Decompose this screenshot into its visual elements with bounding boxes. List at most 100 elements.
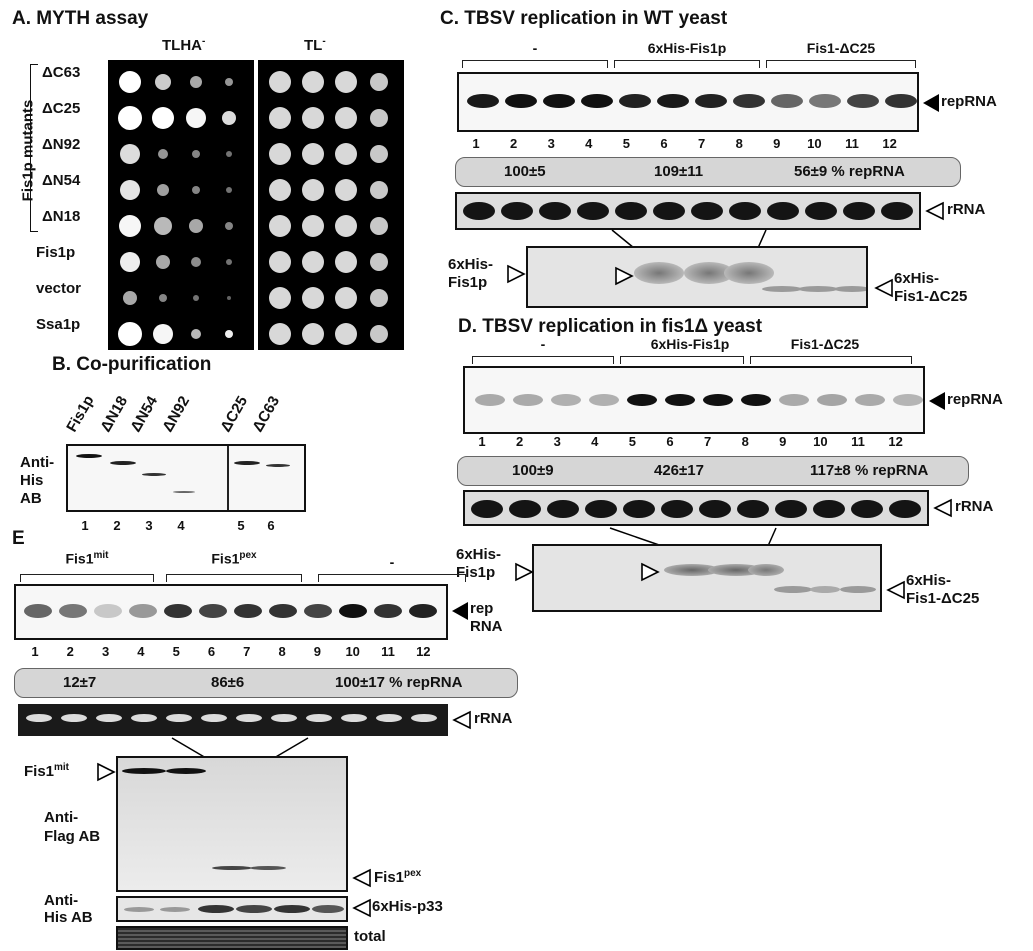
panel-e-p33-label: 6xHis-p33 [372,898,443,915]
blot-band [881,202,913,220]
myth-row-label: ΔN54 [42,172,81,189]
panel-e-antihis-blot [116,896,348,922]
myth-colony-tl [269,215,291,237]
myth-row-label: Ssa1p [36,316,81,333]
panel-d-group-2: 6xHis-Fis1p [650,336,730,352]
lane-number: 4 [585,136,593,151]
myth-colony-tl [269,251,291,273]
blot-band [733,94,765,108]
blot-band [96,714,122,722]
panel-c-dc25-arrow [874,278,893,298]
lane-number: 10 [807,136,822,151]
blot-band [767,202,799,220]
myth-colony-tl [302,107,324,129]
myth-colony-tl [370,325,388,343]
blot-band [59,604,87,618]
panel-e-fis1mit-arrow [97,762,116,782]
blot-band [547,500,579,518]
panel-b-lane-number: 2 [113,518,121,533]
blot-band [471,500,503,518]
myth-colony-tlha [226,187,232,193]
myth-colony-tl [302,323,324,345]
blot-band [703,394,733,406]
myth-colony-tl [302,251,324,273]
blot-band [409,604,437,618]
lane-number: 4 [591,434,599,449]
blot-band [699,500,731,518]
panel-e-rrna-arrow [452,710,471,730]
myth-colony-tlha [186,108,206,128]
panel-e-fis1pex-arrow [352,868,371,888]
blot-band [341,714,367,722]
panel-c-quant: 100±5 109±11 56±9 % repRNA [455,157,961,187]
panel-e-antiflag-blot [116,756,348,892]
myth-colony-tlha [119,215,141,237]
blot-band [509,500,541,518]
myth-colony-tlha [191,329,201,339]
myth-colony-tl [370,289,388,307]
myth-colony-tlha [192,186,200,194]
myth-colony-tl [302,71,324,93]
blot-band [813,500,845,518]
blot-band [665,394,695,406]
blot-band [543,94,575,108]
myth-colony-tl [269,179,291,201]
myth-colony-tlha [152,107,174,129]
panel-c-group-2: 6xHis-Fis1p [647,40,727,56]
myth-colony-tlha [226,259,232,265]
myth-plate-tlha [108,60,254,350]
blot-band [201,714,227,722]
myth-colony-tl [335,71,357,93]
blot-band [199,604,227,618]
myth-colony-tlha [157,184,169,196]
blot-band [741,394,771,406]
panel-d-bracket-2 [620,356,744,364]
panel-c-right-protein: 6xHis- Fis1-ΔC25 [894,270,968,305]
blot-band [94,604,122,618]
panel-d-right-protein: 6xHis- Fis1-ΔC25 [906,572,980,607]
blot-band [166,714,192,722]
panel-b-antibody: Anti- His AB [20,454,55,507]
lane-number: 11 [381,644,395,659]
blot-band [809,94,841,108]
blot-band [271,714,297,722]
panel-b-blot [66,444,306,512]
lane-number: 9 [313,644,321,659]
myth-colony-tlha [118,322,142,346]
blot-band [306,714,332,722]
myth-colony-tl [269,287,291,309]
panel-e-fis1mit-label: Fis1mit [24,762,70,780]
lane-number: 6 [207,644,216,659]
panel-a-title: A. MYTH assay [12,8,149,29]
panel-e-group-2: Fis1pex [211,550,257,567]
myth-colony-tl [370,73,388,91]
panel-e-total-label: total [354,928,386,945]
panel-e-title: E [12,528,25,549]
myth-colony-tlha [225,78,233,86]
lane-number: 2 [66,644,74,659]
panel-b-lane-label: ΔN18 [97,393,132,435]
blot-band [657,94,689,108]
lane-number: 8 [278,644,286,659]
blot-band [234,604,262,618]
panel-b-lane-number: 5 [237,518,245,533]
myth-colony-tlha [191,257,201,267]
panel-b-lane-label: ΔC25 [217,393,252,435]
myth-colony-tlha [227,296,231,300]
lane-number: 6 [660,136,668,151]
panel-b-lane-number: 4 [177,518,185,533]
myth-colony-tlha [153,324,173,344]
lane-number: 7 [697,136,706,151]
panel-b-lane-label: ΔN54 [127,393,162,435]
panel-e-reprna-arrow [452,602,468,620]
blot-band [817,394,847,406]
panel-b-lane-number: 3 [145,518,153,533]
myth-colony-tlha [119,71,141,93]
panel-e-reprna-blot [14,584,448,640]
myth-colony-tl [302,179,324,201]
myth-colony-tl [335,215,357,237]
panel-d-group-3: Fis1-ΔC25 [790,336,860,352]
lane-number: 8 [735,136,743,151]
panel-d-reprna-blot [463,366,925,434]
blot-band [467,94,499,108]
